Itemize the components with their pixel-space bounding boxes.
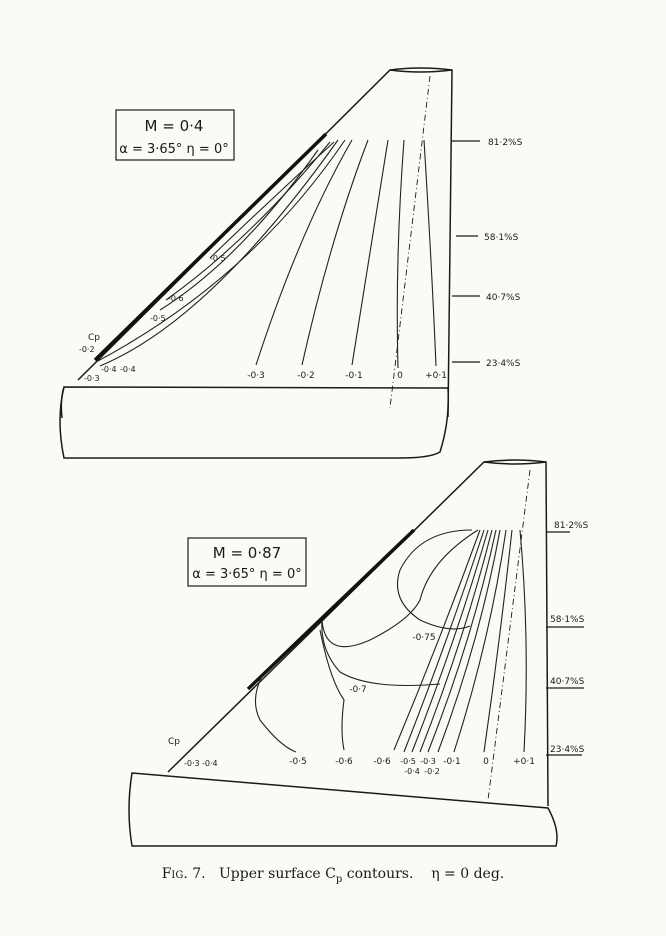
top-span-station-0: 81·2%S <box>488 138 523 148</box>
bottom-contour-neg07 <box>321 529 479 687</box>
figure-caption: Fig. 7. Upper surface Cp contours. η = 0… <box>0 866 666 885</box>
top-contour-le5 <box>209 141 335 259</box>
bottom-hinge-line <box>487 469 531 801</box>
bottom-contour-neg075 <box>396 529 473 630</box>
bottom-fin-outline <box>167 459 549 807</box>
top-contour-neg02 <box>301 139 369 366</box>
top-contour-le1 <box>95 139 346 363</box>
top-cp-value-6: -0·5 <box>210 254 226 263</box>
top-span-station-3: 23·4%S <box>486 359 521 369</box>
bottom-alpha-label: α = 3·65° η = 0° <box>192 567 301 582</box>
bottom-contour-label-2: -0·6 <box>373 757 391 767</box>
top-leading-edge <box>93 132 328 362</box>
bottom-mach-label: M = 0·87 <box>213 544 281 562</box>
top-contour-label-4: +0·1 <box>425 371 447 381</box>
top-condition-box <box>115 109 235 161</box>
top-span-station-2: 40·7%S <box>486 293 521 303</box>
top-cp-value-5: -0·6 <box>168 294 184 303</box>
cp-contour-figure: M = 0·4 α = 3·65° η = 0° Cp -0·2 -0·3 -0… <box>59 67 589 847</box>
top-contour-label-1: -0·2 <box>297 371 315 381</box>
bottom-contour-label-1: -0·6 <box>335 757 353 767</box>
top-contour-le2 <box>99 139 339 367</box>
caption-subscript: p <box>335 873 343 885</box>
bottom-contour-neg05 <box>254 675 297 753</box>
caption-text: Upper surface Cp contours. η = 0 deg. <box>219 866 505 885</box>
bottom-leading-edge <box>246 528 416 691</box>
bottom-le-label-0: -0·3 <box>184 759 200 768</box>
top-hinge-line <box>389 75 431 409</box>
bottom-contour-label-7: +0·1 <box>513 757 535 767</box>
top-cp-value-4: -0·5 <box>150 314 166 323</box>
top-contour-label-3: 0 <box>397 371 403 381</box>
bottom-contour-label-4: -0·3 <box>420 757 436 766</box>
top-cp-value-0: -0·2 <box>79 345 95 354</box>
top-cp-value-1: -0·3 <box>84 374 100 383</box>
bottom-le-label-1: -0·4 <box>202 759 218 768</box>
bottom-span-station-0: 81·2%S <box>554 521 589 531</box>
top-fuselage <box>59 386 450 459</box>
bottom-contour-label-5: -0·1 <box>443 757 461 767</box>
top-contour-neg01 <box>351 139 389 366</box>
top-cp-label: Cp <box>88 333 100 343</box>
top-contour-zero <box>396 139 405 369</box>
top-alpha-label: α = 3·65° η = 0° <box>119 142 228 157</box>
top-panel: M = 0·4 α = 3·65° η = 0° Cp -0·2 -0·3 -0… <box>59 67 523 459</box>
top-cp-value-3: -0·4 <box>120 365 136 374</box>
bottom-span-station-3: 23·4%S <box>550 745 585 755</box>
top-contour-label-0: -0·3 <box>247 371 265 381</box>
bottom-panel: M = 0·87 α = 3·65° η = 0° Cp -0·3 -0·4 -… <box>128 459 589 847</box>
bottom-cp-label: Cp <box>168 737 180 747</box>
caption-fig-number: Fig. 7. <box>161 866 206 882</box>
bottom-condition-box <box>187 537 307 587</box>
bottom-contour-label-lower-1: -0·2 <box>424 767 440 776</box>
bottom-region-label-0: -0·75 <box>412 633 435 643</box>
top-contour-le4 <box>159 149 319 311</box>
bottom-contour-label-0: -0·5 <box>289 757 307 767</box>
top-mach-label: M = 0·4 <box>145 117 204 135</box>
top-contour-neg03 <box>255 139 353 366</box>
bottom-span-station-1: 58·1%S <box>550 615 585 625</box>
top-span-station-1: 58·1%S <box>484 233 519 243</box>
bottom-contour-neg06 <box>319 629 345 751</box>
top-cp-value-2: -0·4 <box>101 365 117 374</box>
top-contour-label-2: -0·1 <box>345 371 363 381</box>
caption-text2: contours. η = 0 deg. <box>342 866 505 882</box>
bottom-contour-label-6: 0 <box>483 757 489 767</box>
bottom-region-label-1: -0·7 <box>349 685 367 695</box>
top-contour-le3 <box>165 141 331 301</box>
bottom-fuselage <box>128 772 558 847</box>
bottom-contour-label-3: -0·5 <box>400 757 416 766</box>
top-contour-pos01 <box>423 139 437 367</box>
bottom-contour-label-lower-0: -0·4 <box>404 767 420 776</box>
bottom-span-station-2: 40·7%S <box>550 677 585 687</box>
